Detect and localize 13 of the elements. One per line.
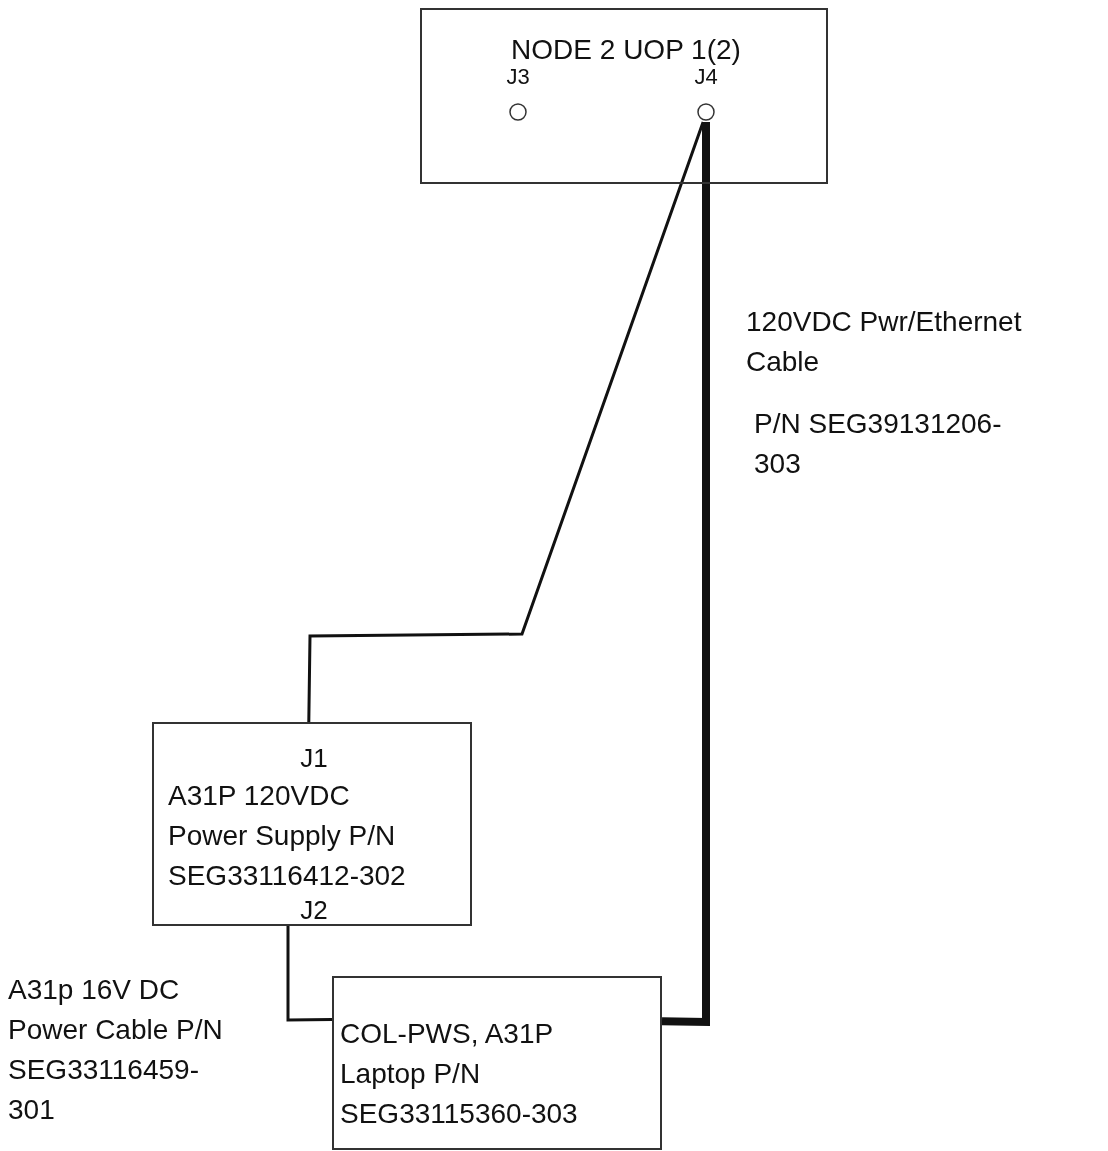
cable-label: A31p 16V DC Power Cable P/N SEG33116459-301 <box>8 973 224 1127</box>
connector-label: J4 <box>694 64 718 91</box>
laptop-box <box>332 976 662 1150</box>
cable-line <box>307 121 705 723</box>
connector-label: J1 <box>299 742 329 775</box>
laptop-label: COL-PWS, A31P Laptop P/N SEG33115360-303 <box>340 1017 579 1131</box>
connector-label: J2 <box>299 894 329 926</box>
power-supply-box <box>152 722 472 926</box>
part-number-label: P/N SEG39131206-303 <box>754 407 1003 481</box>
cable-line <box>286 926 332 1022</box>
power-supply-label: A31P 120VDC Power Supply P/N SEG33116412-302 <box>168 779 407 893</box>
cable-label: 120VDC Pwr/Ethernet Cable <box>746 305 1023 379</box>
unit-box <box>420 8 828 184</box>
